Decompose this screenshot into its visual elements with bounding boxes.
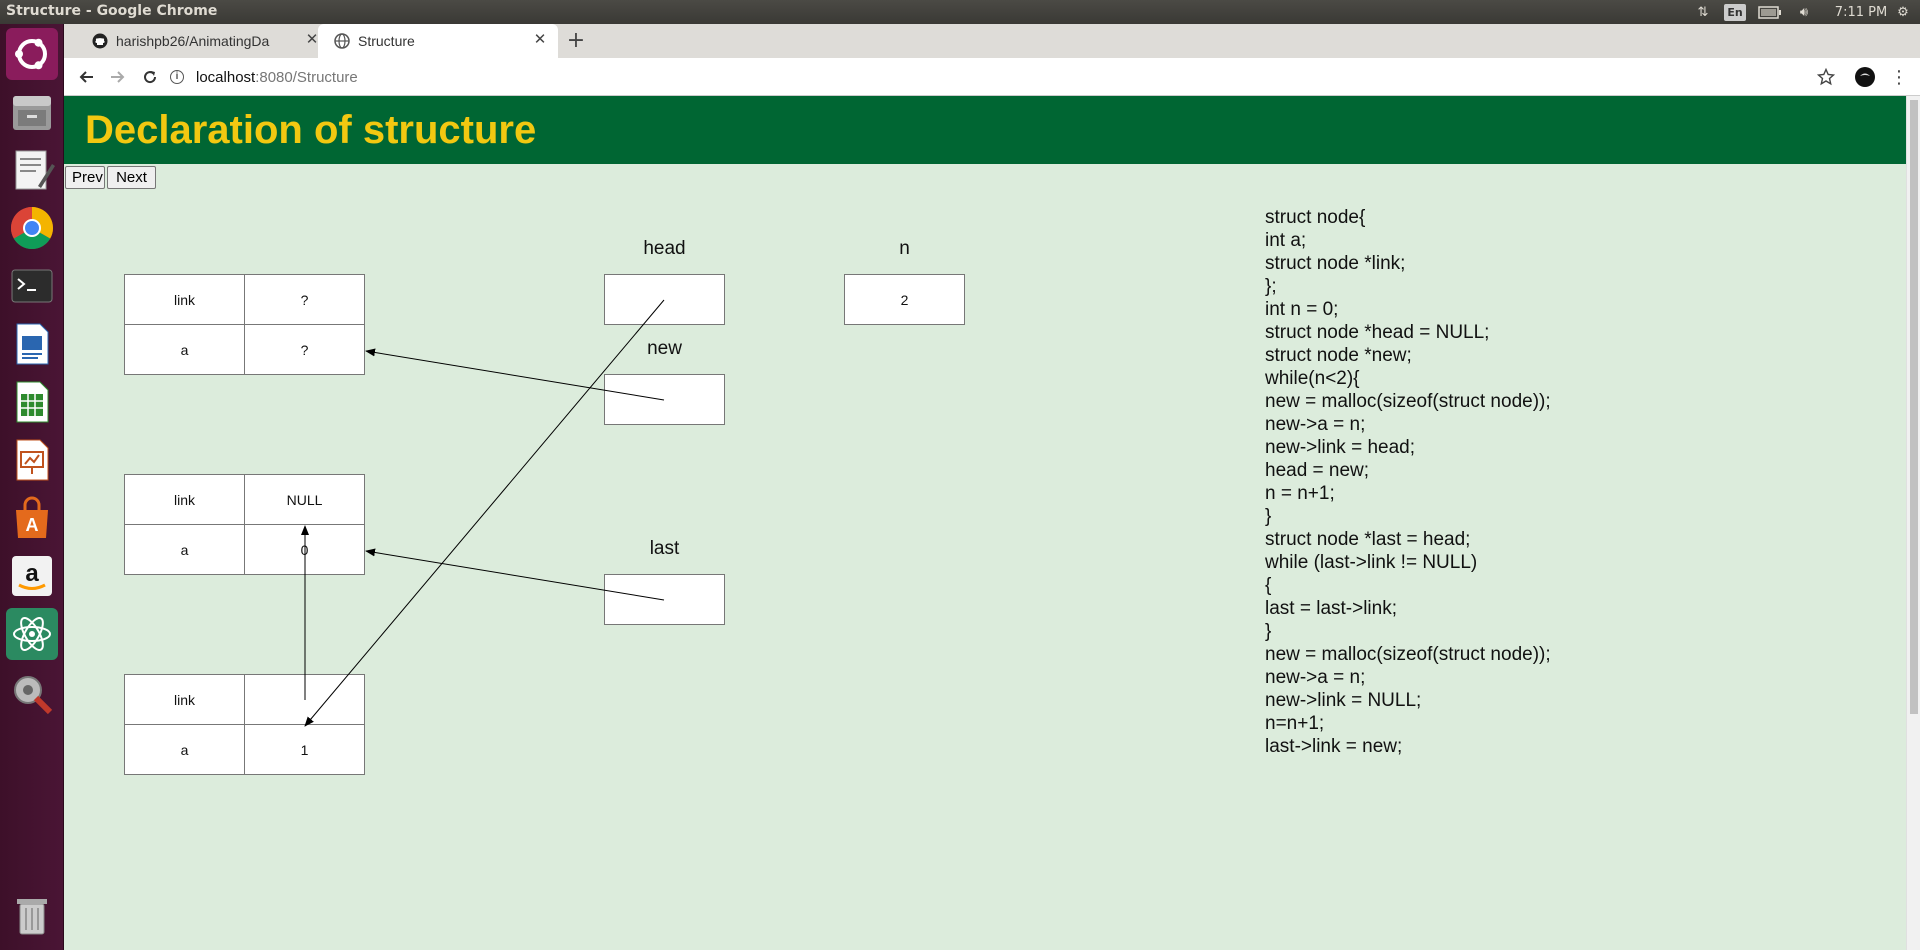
keyboard-language-indicator[interactable]: En bbox=[1724, 4, 1746, 21]
globe-icon bbox=[334, 33, 350, 49]
node-2-link-value: NULL bbox=[244, 474, 365, 525]
atom-icon[interactable] bbox=[6, 608, 58, 660]
new-box bbox=[604, 374, 725, 425]
svg-text:A: A bbox=[26, 515, 39, 535]
code-line: last->link = new; bbox=[1265, 736, 1403, 757]
vertical-scrollbar[interactable] bbox=[1906, 96, 1920, 950]
tab-strip: harishpb26/AnimatingDa ✕ Structure ✕ + bbox=[64, 24, 1920, 58]
battery-icon[interactable] bbox=[1757, 2, 1783, 22]
settings-gear-icon[interactable]: ⚙ bbox=[1897, 4, 1909, 20]
next-button[interactable]: Next bbox=[107, 166, 156, 189]
code-line: head = new; bbox=[1265, 460, 1370, 481]
writer-icon[interactable] bbox=[6, 318, 58, 370]
node-3-a-value: 1 bbox=[244, 724, 365, 775]
tab-close-icon[interactable]: ✕ bbox=[533, 31, 547, 48]
address-bar[interactable]: i localhost:8080/Structure bbox=[170, 62, 1870, 92]
url-path: :8080/Structure bbox=[255, 68, 358, 86]
forward-arrow-icon[interactable] bbox=[106, 65, 130, 89]
code-line: } bbox=[1265, 506, 1272, 527]
node-2-a-label: a bbox=[124, 524, 245, 575]
code-line: int n = 0; bbox=[1265, 299, 1339, 320]
bookmark-star-icon[interactable] bbox=[1814, 65, 1838, 89]
tab-close-icon[interactable]: ✕ bbox=[305, 31, 319, 48]
node-2-link-label: link bbox=[124, 474, 245, 525]
software-center-icon[interactable]: A bbox=[6, 492, 58, 544]
code-line: struct node{ bbox=[1265, 207, 1366, 228]
node-1-a-label: a bbox=[124, 324, 245, 375]
code-line: int a; bbox=[1265, 230, 1307, 251]
page-title: Declaration of structure bbox=[85, 108, 537, 152]
node-1-link-label: link bbox=[124, 274, 245, 325]
tab-structure[interactable]: Structure ✕ bbox=[318, 24, 558, 58]
code-line: while(n<2){ bbox=[1265, 368, 1360, 389]
text-editor-icon[interactable] bbox=[6, 144, 58, 196]
code-line: new->a = n; bbox=[1265, 414, 1366, 435]
code-line: new = malloc(sizeof(struct node)); bbox=[1265, 391, 1551, 412]
launcher-sidebar: A a bbox=[0, 24, 64, 950]
tab-title: harishpb26/AnimatingDa bbox=[116, 33, 270, 49]
tab-title: Structure bbox=[358, 33, 415, 49]
node-3-link-label: link bbox=[124, 674, 245, 725]
node-3-a-label: a bbox=[124, 724, 245, 775]
url-host: localhost bbox=[196, 68, 256, 86]
window-title: Structure - Google Chrome bbox=[6, 3, 218, 19]
profile-avatar-icon[interactable] bbox=[1853, 65, 1877, 89]
clock[interactable]: 7:11 PM bbox=[1834, 4, 1888, 20]
code-line: { bbox=[1265, 575, 1272, 596]
trash-icon[interactable] bbox=[6, 888, 58, 940]
os-top-panel: Structure - Google Chrome ⇅ En 🔊︎ 7:11 P… bbox=[0, 0, 1920, 24]
network-arrows-icon[interactable]: ⇅ bbox=[1697, 4, 1709, 20]
github-icon bbox=[92, 33, 108, 49]
menu-kebab-icon[interactable]: ⋮ bbox=[1890, 66, 1908, 88]
page-header: Declaration of structure bbox=[64, 96, 1906, 164]
head-label: head bbox=[643, 238, 686, 259]
browser-window: harishpb26/AnimatingDa ✕ Structure ✕ + i… bbox=[64, 24, 1920, 950]
page-content: Declaration of structure Prev Next link … bbox=[64, 96, 1906, 950]
head-box bbox=[604, 274, 725, 325]
code-line: n=n+1; bbox=[1265, 713, 1325, 734]
last-box bbox=[604, 574, 725, 625]
calc-icon[interactable] bbox=[6, 376, 58, 428]
system-settings-icon[interactable] bbox=[6, 666, 58, 718]
terminal-icon[interactable] bbox=[6, 260, 58, 312]
code-line: struct node *last = head; bbox=[1265, 529, 1471, 550]
amazon-icon[interactable]: a bbox=[6, 550, 58, 602]
code-line: new->a = n; bbox=[1265, 667, 1366, 688]
node-1-a-value: ? bbox=[244, 324, 365, 375]
volume-icon[interactable]: 🔊︎ bbox=[1799, 4, 1809, 20]
code-line: while (last->link != NULL) bbox=[1265, 552, 1478, 573]
code-line: n = n+1; bbox=[1265, 483, 1335, 504]
code-line: last = last->link; bbox=[1265, 598, 1397, 619]
code-line: }; bbox=[1265, 276, 1277, 297]
n-label: n bbox=[899, 238, 910, 259]
last-label: last bbox=[649, 538, 680, 559]
prev-button[interactable]: Prev bbox=[65, 166, 105, 189]
new-label: new bbox=[647, 338, 682, 359]
impress-icon[interactable] bbox=[6, 434, 58, 486]
back-arrow-icon[interactable] bbox=[74, 65, 98, 89]
tab-github[interactable]: harishpb26/AnimatingDa ✕ bbox=[76, 24, 323, 58]
scrollbar-thumb[interactable] bbox=[1910, 100, 1918, 714]
code-line: new = malloc(sizeof(struct node)); bbox=[1265, 644, 1551, 665]
chrome-icon[interactable] bbox=[6, 202, 58, 254]
ubuntu-dash-icon[interactable] bbox=[6, 28, 58, 80]
svg-text:a: a bbox=[25, 560, 39, 587]
node-3-link-value bbox=[244, 674, 365, 725]
code-line: struct node *head = NULL; bbox=[1265, 322, 1490, 343]
code-line: new->link = NULL; bbox=[1265, 690, 1422, 711]
code-line: } bbox=[1265, 621, 1272, 642]
info-icon[interactable]: i bbox=[170, 70, 184, 84]
code-listing: struct node{int a;struct node *link;};in… bbox=[1265, 206, 1551, 758]
files-icon[interactable] bbox=[6, 86, 58, 138]
new-tab-plus-icon[interactable]: + bbox=[566, 28, 586, 53]
n-box: 2 bbox=[844, 274, 965, 325]
node-2-a-value: 0 bbox=[244, 524, 365, 575]
code-line: struct node *link; bbox=[1265, 253, 1406, 274]
code-line: struct node *new; bbox=[1265, 345, 1412, 366]
browser-toolbar: i localhost:8080/Structure ⋮ bbox=[64, 58, 1920, 96]
code-line: new->link = head; bbox=[1265, 437, 1415, 458]
reload-icon[interactable] bbox=[138, 65, 162, 89]
node-1-link-value: ? bbox=[244, 274, 365, 325]
